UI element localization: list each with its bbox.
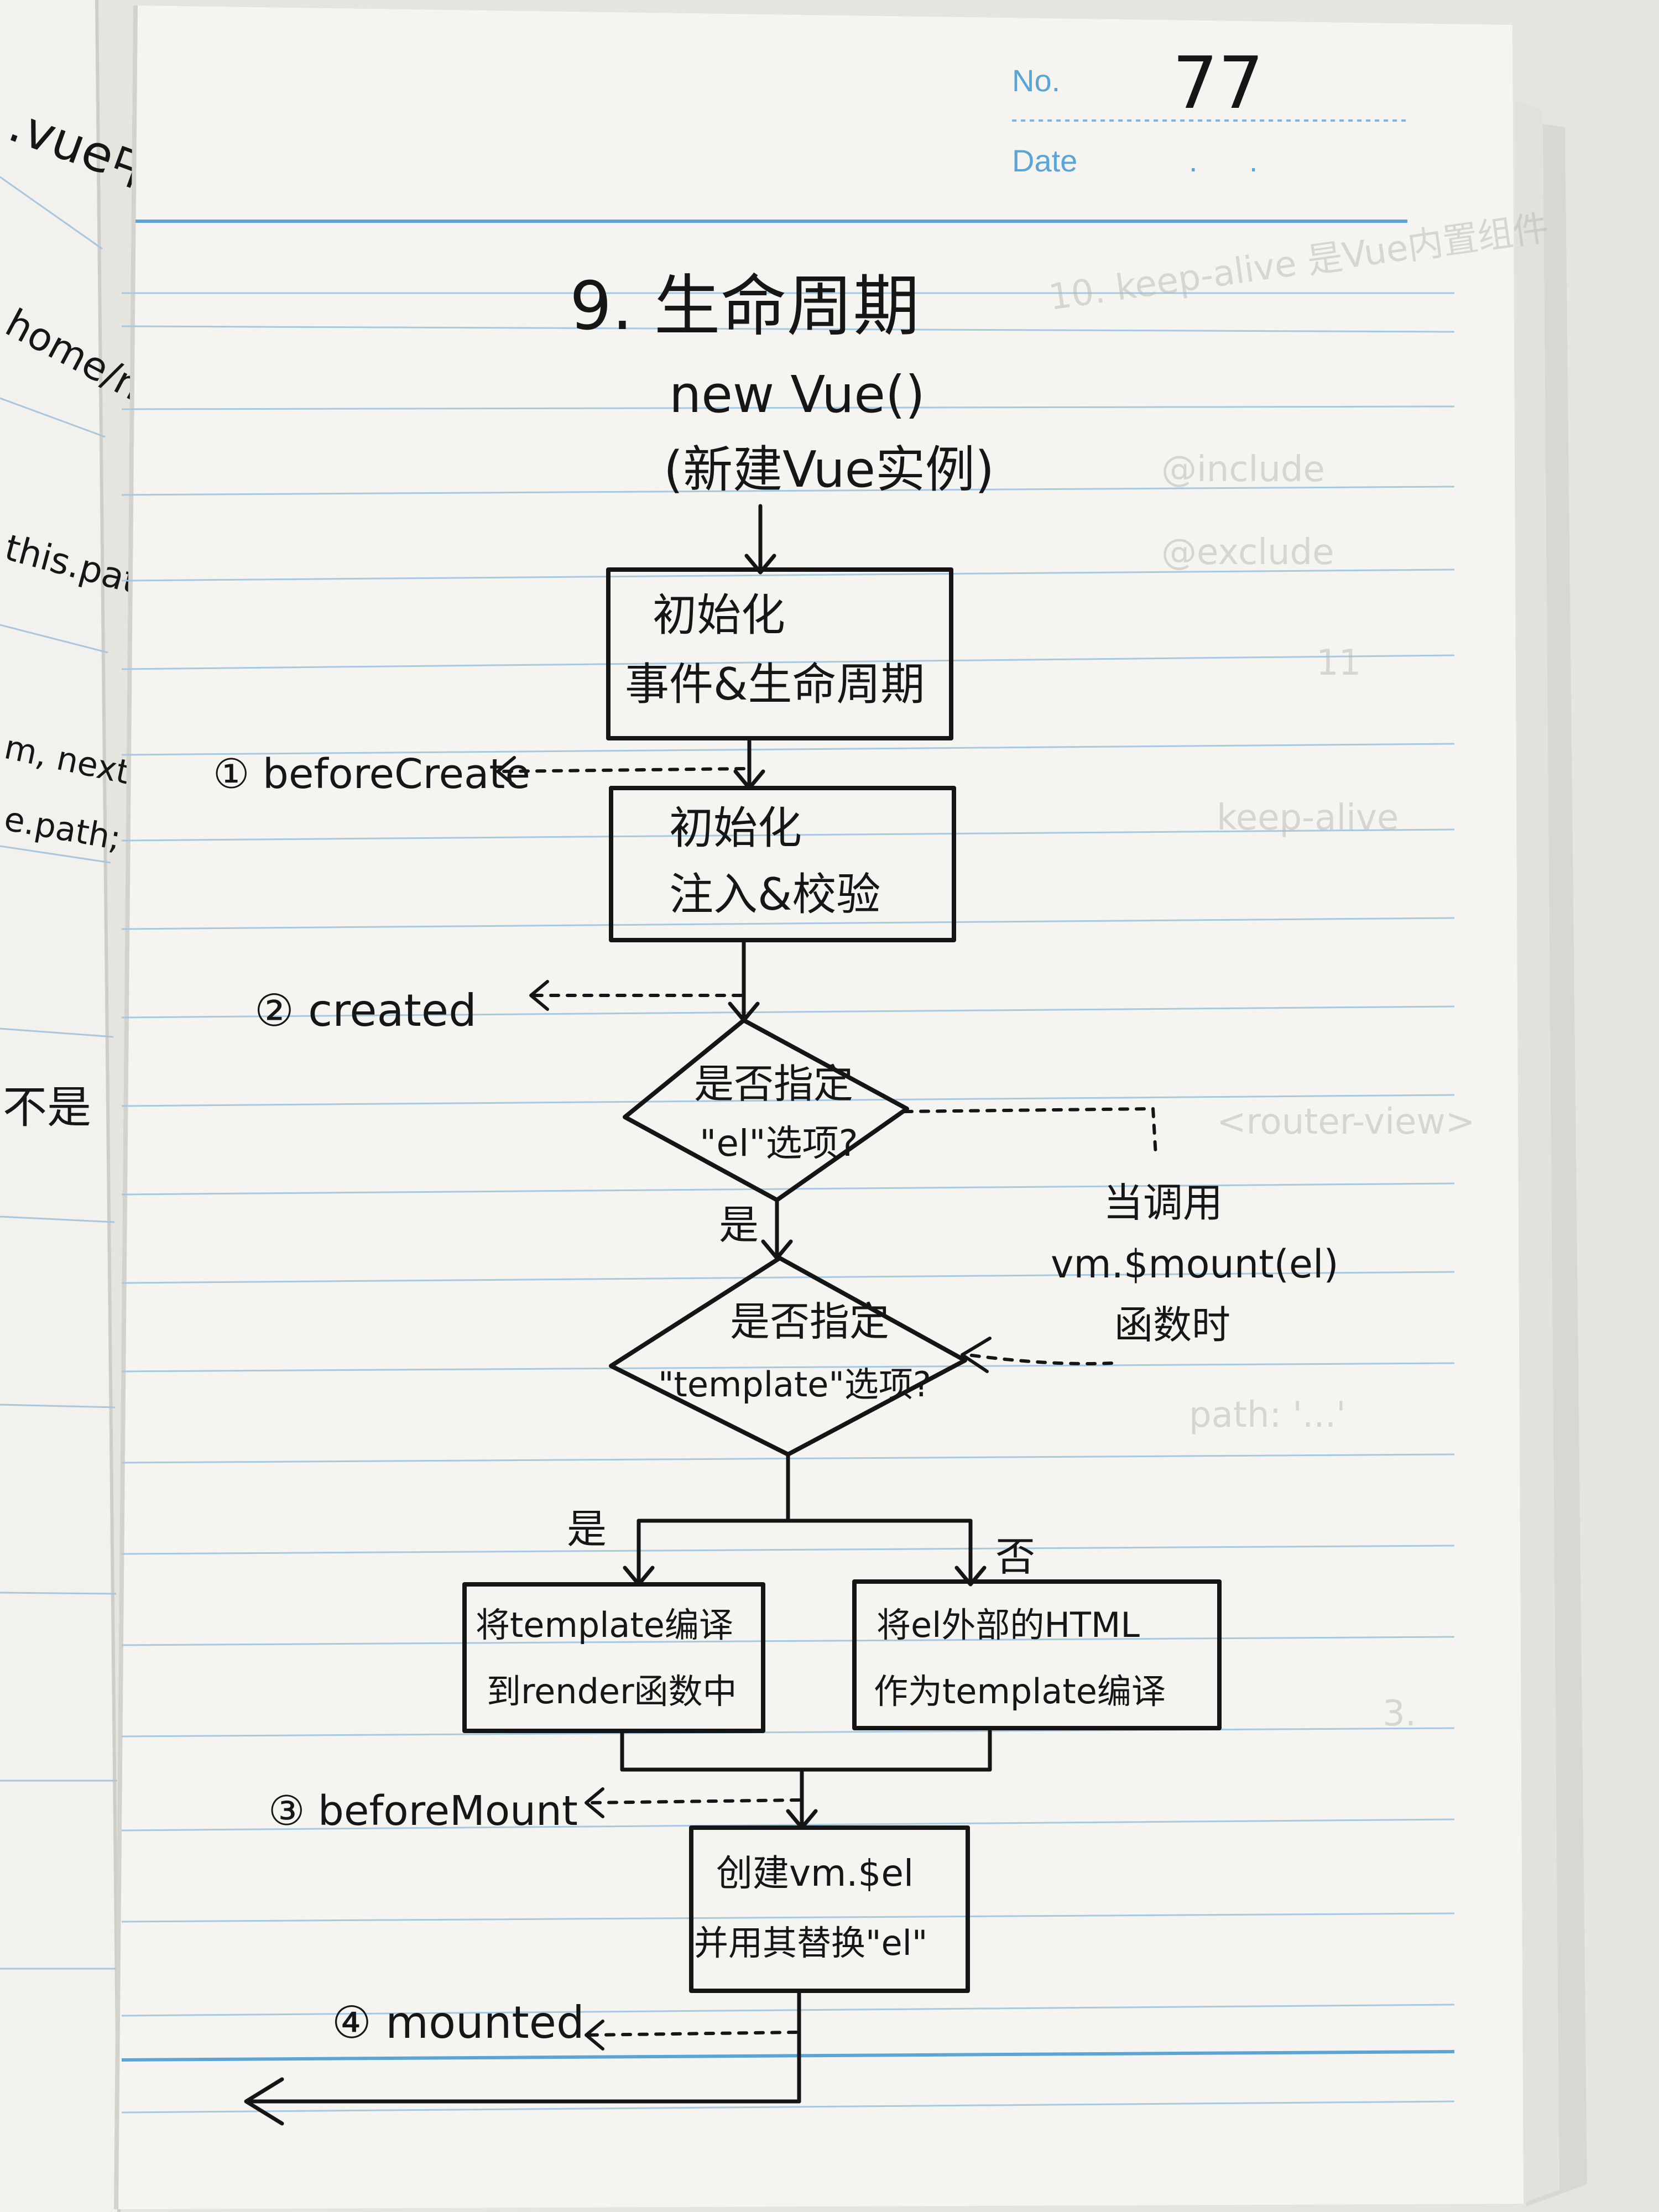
init-injections-line2: 注入&校验: [669, 869, 880, 920]
compile-template-box: [462, 1582, 765, 1733]
mount-note-line2: vm.$mount(el): [1051, 1241, 1339, 1287]
mount-note-line1: 当调用: [1103, 1180, 1223, 1226]
el-option-decision: [623, 1018, 909, 1202]
svg-text:keep-alive: keep-alive: [1217, 797, 1399, 838]
init-injections-line1: 初始化: [669, 802, 802, 854]
date-label: Date: [1012, 143, 1077, 178]
start-node: new Vue(): [669, 365, 925, 424]
template-decision-line2: "template"选项?: [658, 1364, 931, 1405]
svg-text:path: '...': path: '...': [1189, 1395, 1346, 1436]
left-snippet: 不是: [3, 1082, 91, 1133]
page-number: 77: [1172, 41, 1264, 125]
create-el-line1: 创建vm.$el: [716, 1852, 914, 1895]
svg-text:@exclude: @exclude: [1161, 532, 1334, 573]
hook-before-create: ① beforeCreate: [213, 750, 530, 798]
init-events-line1: 初始化: [653, 589, 785, 641]
create-el-line2: 并用其替换"el": [694, 1923, 927, 1963]
flow-connectors: [244, 504, 992, 2126]
el-decision-line1: 是否指定: [694, 1061, 853, 1107]
page-stack-edge: [1512, 100, 1587, 2206]
template-option-decision: [609, 1256, 967, 1457]
diagram-title: 9. 生命周期: [570, 268, 920, 345]
init-injections-box: [609, 786, 956, 942]
compile-outer-line2: 作为template编译: [874, 1671, 1166, 1712]
mount-branch: [902, 1107, 1157, 1365]
init-events-line2: 事件&生命周期: [625, 659, 925, 710]
create-el-box: [689, 1825, 970, 1993]
hook-before-mount: ③ beforeMount: [268, 1787, 578, 1835]
mount-note-line3: 函数时: [1114, 1302, 1230, 1348]
page-header: No. 77 Date . .: [1012, 41, 1264, 178]
svg-text:11: 11: [1316, 643, 1361, 684]
compile-template-line2: 到render函数中: [487, 1671, 737, 1712]
compile-outer-html-box: [852, 1579, 1222, 1730]
yes-label-2: 是: [567, 1506, 607, 1552]
hook-mounted: ④ mounted: [332, 1997, 585, 2048]
init-events-box: [606, 567, 953, 740]
compile-template-line1: 将template编译: [476, 1605, 733, 1645]
svg-text:@include: @include: [1161, 449, 1325, 490]
el-decision-line2: "el"选项?: [700, 1122, 858, 1165]
no-label: No.: [1012, 63, 1060, 98]
svg-text:3.: 3.: [1383, 1693, 1416, 1734]
date-dots: . .: [1189, 143, 1258, 178]
hook-created: ② created: [254, 985, 477, 1036]
no-label: 否: [995, 1533, 1035, 1580]
template-decision-line1: 是否指定: [730, 1298, 889, 1345]
mount-branch-arrow: [961, 1337, 992, 1373]
hook-connectors: [499, 767, 801, 2037]
yes-label-1: 是: [719, 1202, 759, 1248]
start-node-sub: (新建Vue实例): [664, 441, 994, 499]
notebook-page: 10. keep-alive 是Vue内置组件 @include @exclud…: [114, 5, 1551, 2210]
compile-outer-line1: 将el外部的HTML: [877, 1605, 1140, 1645]
svg-text:<router-view>: <router-view>: [1217, 1102, 1475, 1142]
